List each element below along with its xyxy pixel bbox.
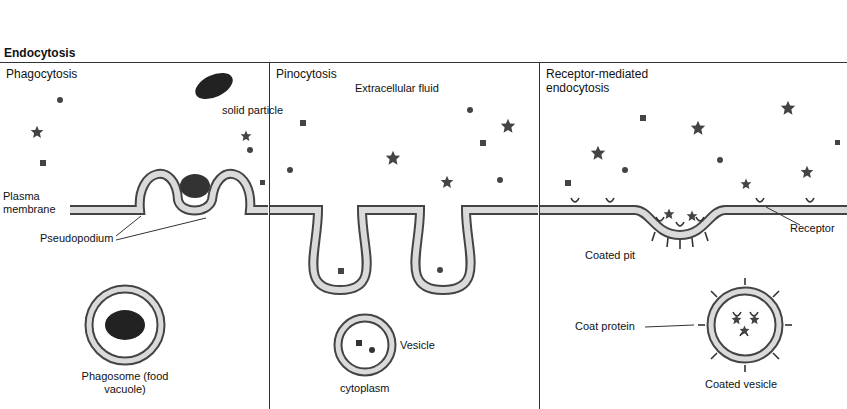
phagosome-label: Phagosome (food vacuole) <box>80 370 170 395</box>
leader-line <box>116 216 141 236</box>
molecules <box>287 107 503 274</box>
ligand-star <box>750 315 760 325</box>
molecule-star <box>31 126 44 138</box>
process-panel: Receptor-mediated endocytosis <box>539 62 847 409</box>
pseudopodium-label: Pseudopodium <box>40 232 113 245</box>
molecule-star <box>386 151 400 165</box>
plasma-membrane <box>540 210 847 235</box>
fluid-label: Extracellular fluid <box>355 82 439 95</box>
molecules <box>565 115 840 186</box>
ligand-star <box>740 326 750 336</box>
molecule-star <box>781 101 795 115</box>
panel-heading: Phagocytosis <box>0 63 269 85</box>
leader-line <box>116 218 206 240</box>
ligand-star <box>664 209 675 220</box>
plasma-membrane <box>270 210 538 290</box>
coated-vesicle <box>698 278 792 372</box>
molecule-star <box>591 146 605 160</box>
plasma-membrane <box>70 174 268 211</box>
membrane-label: Plasma membrane <box>3 190 65 215</box>
coat-protein-label: Coat protein <box>575 320 635 333</box>
ligand-star <box>687 211 698 222</box>
molecule-star <box>691 121 705 135</box>
diagram-title: Endocytosis <box>4 46 75 60</box>
vesicle <box>338 318 392 372</box>
coat-protein <box>652 232 708 249</box>
receptor-label: Receptor <box>790 222 835 235</box>
molecule-star <box>241 131 252 142</box>
molecule-star <box>441 176 454 188</box>
molecule-star <box>741 179 752 190</box>
coated-pit-label: Coated pit <box>585 249 635 262</box>
particle-label: solid particle <box>222 104 283 117</box>
leader-line <box>645 325 694 327</box>
panel-heading: Receptor-mediated endocytosis <box>540 63 677 100</box>
solid-particle <box>191 68 237 105</box>
phagosome <box>89 289 161 361</box>
cytoplasm-label: cytoplasm <box>340 382 390 395</box>
molecule-star <box>501 119 515 133</box>
ligand-star <box>732 315 742 325</box>
vesicle-label: Vesicle <box>400 339 435 352</box>
receptor-symbol <box>571 198 814 226</box>
molecule-star <box>801 166 814 178</box>
engulfed-particle <box>180 174 210 198</box>
process-panel: Pinocytosis <box>269 62 539 409</box>
coated-vesicle-label: Coated vesicle <box>705 378 777 391</box>
